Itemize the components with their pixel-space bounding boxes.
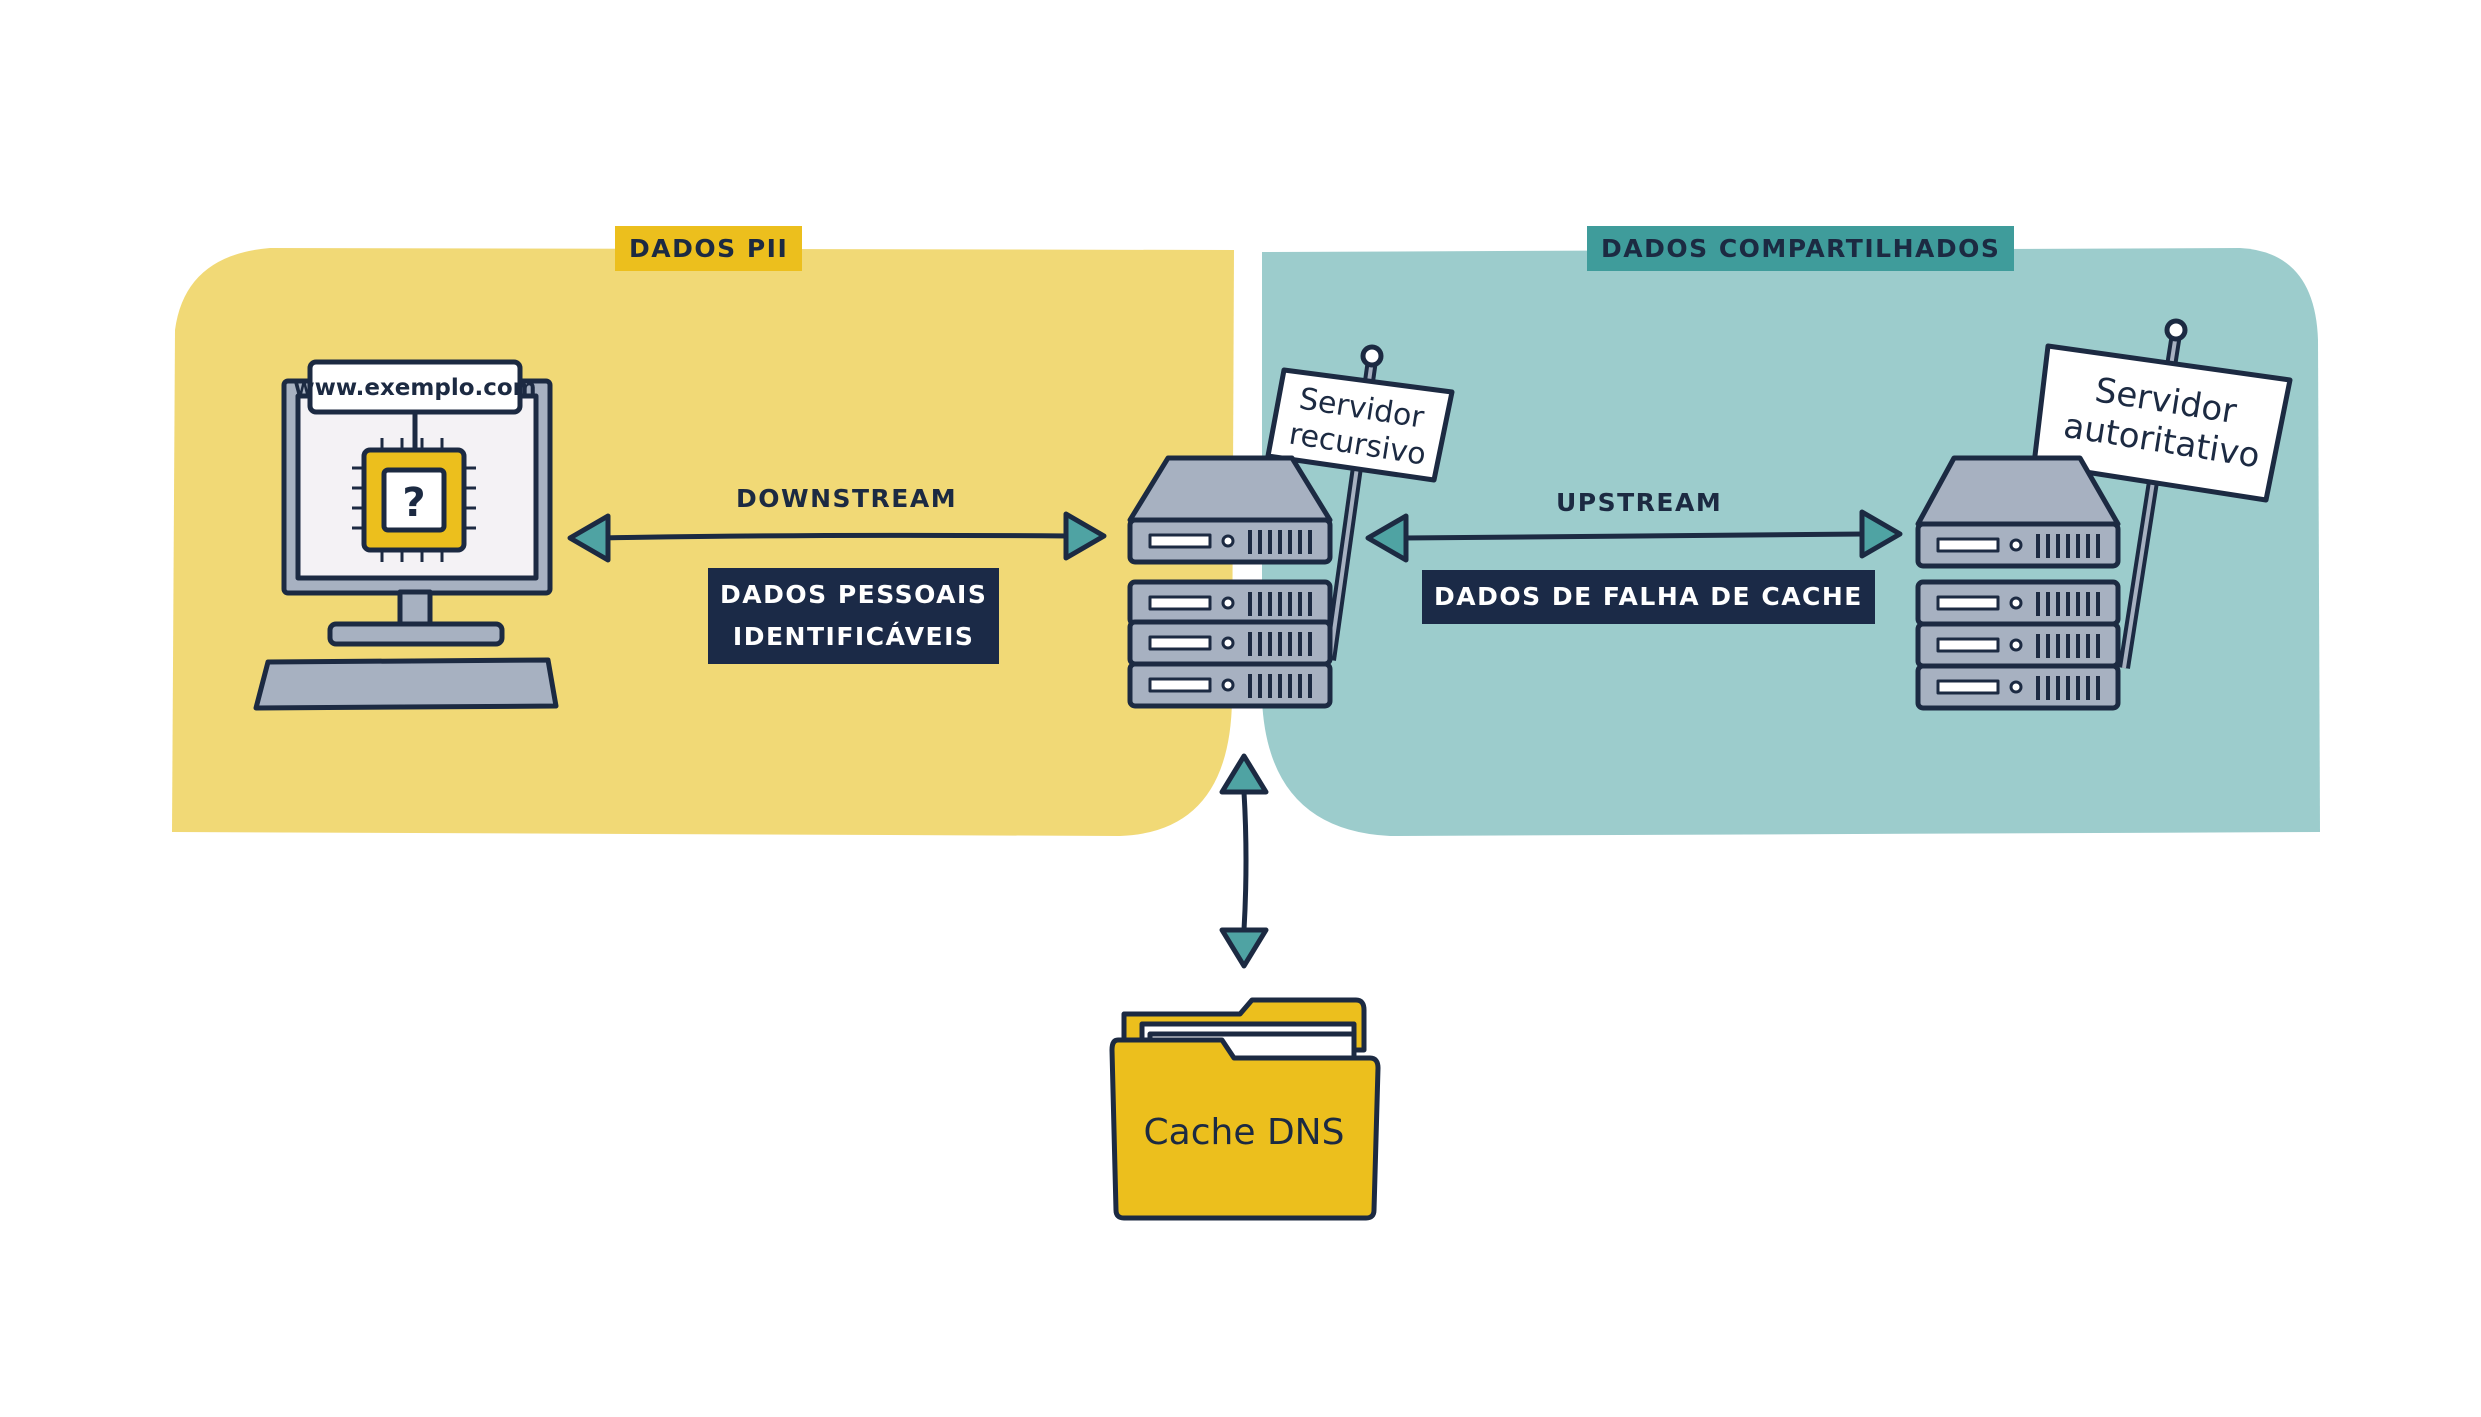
downstream-data-box: DADOS PESSOAIS IDENTIFICÁVEIS [708, 568, 1000, 664]
downstream-data-line-2: IDENTIFICÁVEIS [732, 622, 975, 651]
computer-icon [253, 359, 559, 711]
recursive-server-icon [1127, 455, 1333, 709]
downstream-data-line-1: DADOS PESSOAIS [720, 580, 988, 609]
computer-url: www.exemplo.com [293, 375, 536, 401]
recursive-server-sign [1265, 344, 1455, 661]
shared-zone [1262, 248, 2320, 836]
downstream-arrow [567, 511, 1107, 563]
pii-zone-label: DADOS PII [615, 226, 803, 271]
shared-zone-label: DADOS COMPARTILHADOS [1587, 226, 2015, 271]
authoritative-server-icon [1915, 455, 2121, 711]
cache-arrow [1219, 753, 1269, 969]
chip-question-mark: ? [402, 480, 425, 526]
folder-icon [1109, 997, 1381, 1221]
upstream-label: UPSTREAM [1556, 488, 1723, 517]
upstream-data-box: DADOS DE FALHA DE CACHE [1422, 570, 1875, 624]
folder-label: Cache DNS [1144, 1112, 1345, 1153]
downstream-label: DOWNSTREAM [736, 484, 958, 513]
upstream-arrow [1365, 509, 1903, 563]
authoritative-server-sign [2031, 318, 2293, 669]
